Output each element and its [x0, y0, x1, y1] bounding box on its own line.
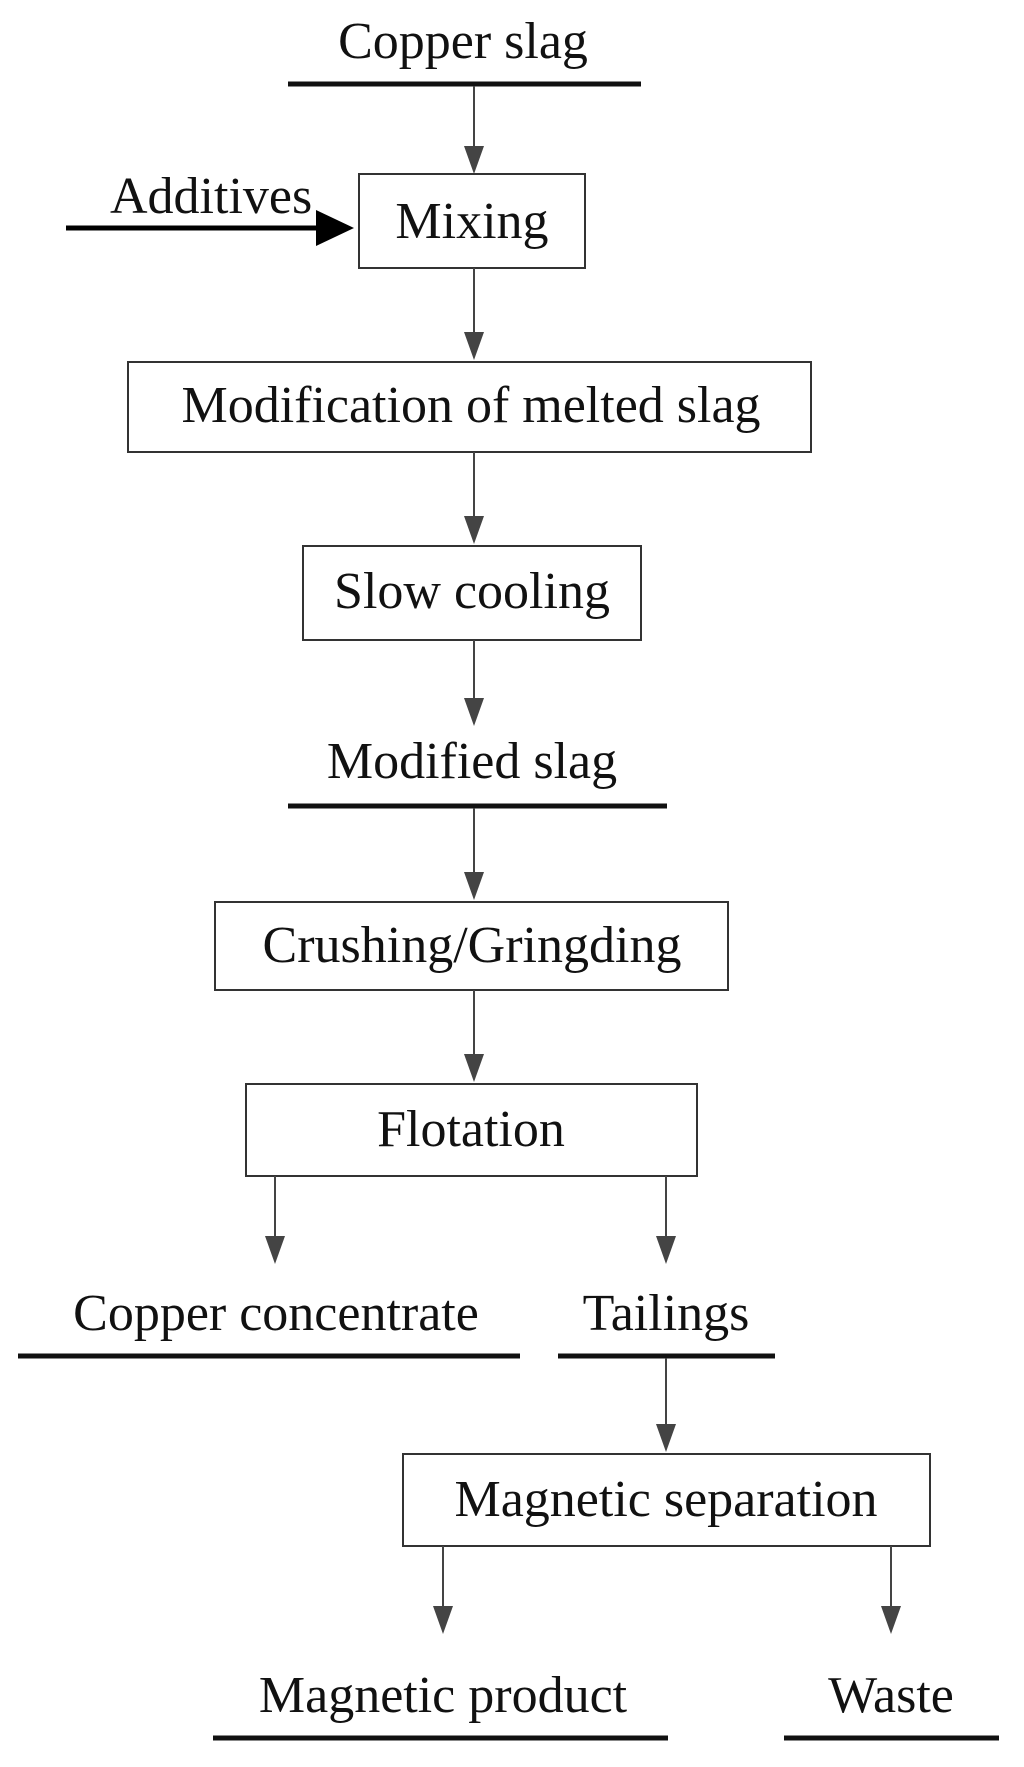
node-slow-cooling: Slow cooling [302, 545, 642, 641]
node-waste: Waste [784, 1667, 999, 1741]
node-copper-concentrate: Copper concentrate [18, 1285, 520, 1359]
edge-mixing-to-modification [464, 268, 484, 360]
node-magnetic-separation: Magnetic separation [402, 1453, 931, 1547]
node-waste-label: Waste [828, 1667, 954, 1724]
node-modification: Modification of melted slag [127, 361, 812, 453]
node-tailings: Tailings [558, 1285, 775, 1359]
node-slow-cooling-box [302, 545, 642, 641]
edge-magnetic-separation-to-waste [881, 1546, 901, 1634]
edge-magnetic-separation-to-magnetic-product [433, 1546, 453, 1634]
node-tailings-label: Tailings [583, 1285, 750, 1342]
node-flotation: Flotation [245, 1083, 698, 1177]
node-mixing-label: Mixing [395, 193, 548, 250]
node-slow-cooling-label: Slow cooling [334, 563, 610, 620]
node-magnetic-product-label: Magnetic product [259, 1667, 628, 1724]
node-mixing-box [358, 173, 586, 269]
node-modification-label: Modification of melted slag [181, 377, 760, 434]
node-mixing: Mixing [358, 173, 586, 269]
node-modification-box [127, 361, 812, 453]
node-magnetic-product: Magnetic product [213, 1667, 668, 1741]
node-magnetic-separation-box [402, 1453, 931, 1547]
node-modified-slag: Modified slag [288, 733, 667, 809]
edge-flotation-to-tailings [656, 1176, 676, 1264]
edge-flotation-to-copper-concentrate [265, 1176, 285, 1264]
edge-copper-slag-to-mixing [464, 86, 484, 174]
node-modified-slag-label: Modified slag [327, 733, 617, 790]
edge-modified-slag-to-crushing [464, 808, 484, 900]
node-copper-concentrate-label: Copper concentrate [73, 1285, 479, 1342]
node-additives: Additives [110, 168, 312, 225]
node-crushing: Crushing/Gringding [214, 901, 729, 991]
node-copper-slag-label: Copper slag [338, 13, 588, 70]
node-crushing-box [214, 901, 729, 991]
node-crushing-label: Crushing/Gringding [263, 917, 682, 974]
node-additives-label: Additives [110, 168, 312, 225]
node-flotation-label: Flotation [377, 1101, 565, 1158]
node-magnetic-separation-label: Magnetic separation [454, 1471, 877, 1528]
edge-slow-cooling-to-modified-slag [464, 640, 484, 726]
edge-tailings-to-magnetic-separation [656, 1358, 676, 1452]
edge-additives-to-mixing [66, 210, 354, 246]
node-copper-slag: Copper slag [288, 13, 641, 87]
edge-modification-to-slow-cooling [464, 452, 484, 544]
node-flotation-box [245, 1083, 698, 1177]
edge-crushing-to-flotation [464, 990, 484, 1082]
